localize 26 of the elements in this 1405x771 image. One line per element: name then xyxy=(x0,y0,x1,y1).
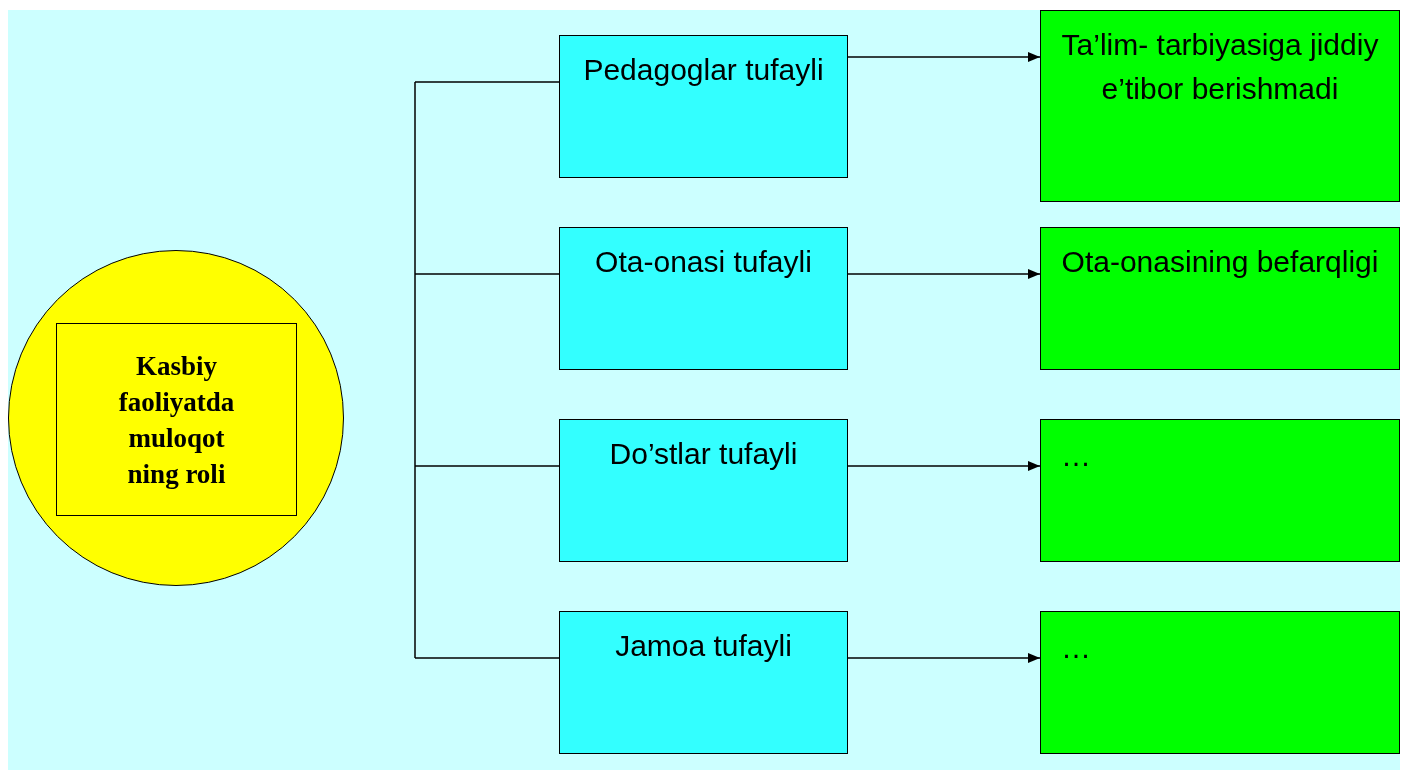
box-text: Ota-onasining befarqligi xyxy=(1060,244,1380,280)
arrow xyxy=(847,52,1041,62)
cause-box xyxy=(559,35,848,178)
box-text: Do’stlar tufayli xyxy=(608,436,799,472)
arrow xyxy=(847,653,1041,663)
title-box xyxy=(56,323,297,516)
box-text: Pedagoglar tufayli xyxy=(582,52,825,88)
connector-line xyxy=(414,465,560,467)
cause-box xyxy=(559,419,848,562)
box-text: … xyxy=(1061,630,1092,666)
connector-line xyxy=(414,81,560,83)
box-text: … xyxy=(1061,438,1092,474)
result-box xyxy=(1040,419,1400,562)
result-box xyxy=(1040,611,1400,754)
cause-box xyxy=(559,227,848,370)
box-text: Ta’lim- tarbiyasiga jiddiy e’tibor berishmadi xyxy=(1060,27,1380,107)
result-box xyxy=(1040,10,1400,202)
connector-line xyxy=(414,657,560,659)
arrow xyxy=(847,269,1041,279)
box-text: Jamoa tufayli xyxy=(614,628,793,664)
box-text: Ota-onasi tufayli xyxy=(594,244,813,280)
cause-box xyxy=(559,611,848,754)
arrow xyxy=(847,461,1041,471)
result-box xyxy=(1040,227,1400,370)
title-text: Kasbiy faoliyatda muloqot ning roli xyxy=(117,349,236,491)
connector-line xyxy=(414,273,560,275)
